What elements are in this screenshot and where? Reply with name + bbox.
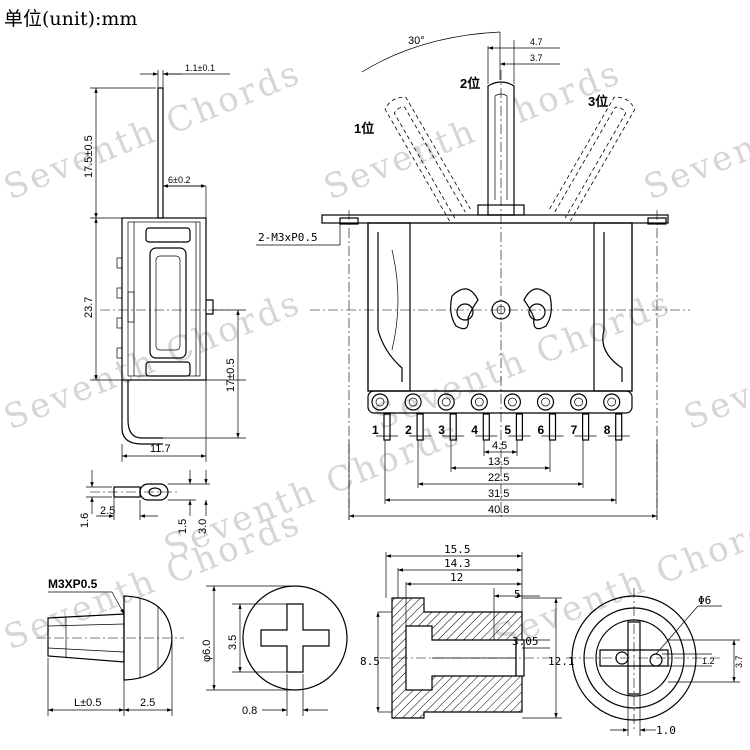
terminal-number-label: 7 [571, 423, 578, 437]
dim-body-depth: 11.7 [150, 443, 171, 455]
terminal-pin [383, 413, 391, 441]
terminal-pin [482, 413, 490, 441]
dim-eye-inner: 1.5 [177, 519, 189, 534]
terminal-eye [371, 393, 389, 411]
dim-screw-head: 2.5 [140, 697, 155, 709]
dim-spacing-label: 22.5 [488, 472, 509, 484]
screw-head-circle [242, 585, 348, 691]
dim-spacing-label: 4.5 [492, 440, 507, 452]
mounting-plate [321, 214, 669, 224]
screw-head-view: φ6.0 3.5 0.8 [201, 585, 348, 717]
terminal-pin [548, 413, 557, 441]
dim-knob-small-diameter: 8.5 [360, 655, 380, 668]
dim-flat-width: 3.7 [734, 655, 744, 668]
terminal-eye-hole [541, 397, 550, 407]
knob-section-view: 15.5 14.3 12 5 3.05 8.5 12.1 [360, 543, 575, 719]
knob-end-view: Φ6 1.2 3.7 1.0 [566, 588, 744, 737]
front-view: 30° 4.7 3.7 1位 2位 3位 [256, 31, 690, 520]
dim-recess-width: 0.8 [242, 705, 257, 717]
dim-lever-width-a: 4.7 [530, 37, 543, 47]
terminal-number-label: 5 [504, 423, 511, 437]
terminal-eye [536, 393, 555, 411]
mount-screw-spec: 2-M3xP0.5 [258, 231, 318, 244]
terminal-eye-hole [408, 397, 418, 407]
dim-eye-outer: 3.0 [197, 519, 209, 534]
dim-spacing-label: 40.8 [488, 504, 509, 516]
terminal-pin [416, 413, 424, 441]
terminal-eye [404, 393, 422, 411]
dim-knob-slot: 5 [514, 588, 521, 601]
dim-shaft-diameter: Φ6 [698, 594, 711, 607]
terminal-number-label: 6 [538, 423, 545, 437]
dim-knob-length-inner: 14.3 [444, 557, 471, 570]
side-body [121, 217, 207, 381]
terminal-pin [581, 413, 590, 441]
terminal-number-label: 8 [604, 423, 611, 437]
position-2-label: 2位 [460, 76, 480, 91]
units-label: 单位(unit):mm [4, 8, 138, 30]
side-view: 1.1±0.1 17.5±0.5 6±0.2 23.7 17±0.5 11.7 [83, 63, 246, 462]
dim-knob-length: 15.5 [444, 543, 471, 556]
dim-spacing-label: 31.5 [488, 488, 509, 500]
dim-terminal-width: 1.6 [79, 513, 91, 528]
terminal-number-label: 3 [438, 423, 445, 437]
terminal-eye [603, 393, 621, 411]
terminal-pin [449, 413, 457, 441]
cross-recess-icon [260, 603, 330, 673]
dim-knob-large-diameter: 12.1 [548, 655, 575, 668]
dim-lever-height: 17.5±0.5 [83, 135, 95, 178]
position-1-label: 1位 [354, 121, 374, 136]
terminal-eye-hole [474, 397, 484, 407]
terminal-pin [615, 413, 623, 441]
terminal-eye-hole [375, 397, 385, 407]
terminal-eye-hole [441, 397, 451, 407]
terminal-eye [437, 393, 455, 411]
position-3-label: 3位 [588, 94, 608, 109]
watermark-1: Seventh Chords [0, 53, 307, 209]
watermark-4: Seventh Chords [0, 283, 307, 439]
dim-body-height: 23.7 [83, 297, 95, 318]
terminal-detail: 2.5 1.6 1.5 3.0 [79, 470, 210, 534]
dim-lever-thickness: 1.1±0.1 [185, 63, 215, 73]
dim-screw-length: L±0.5 [74, 697, 101, 709]
terminal-pin [515, 413, 524, 441]
dim-lever-offset: 6±0.2 [168, 175, 190, 185]
dim-terminal-length: 2.5 [100, 505, 115, 517]
dim-knob-bore: 12 [450, 571, 463, 584]
terminal-eye-hole [574, 397, 583, 407]
terminal-eye-hole [607, 397, 617, 407]
dim-spacing-label: 13.5 [488, 456, 509, 468]
dim-recess-length: 3.5 [227, 635, 239, 650]
terminal-eye-hole [508, 397, 517, 407]
screw-thread-label: M3XP0.5 [48, 577, 98, 591]
terminal-eye [503, 393, 522, 411]
terminal-eye [470, 393, 488, 411]
terminal-number-label: 2 [405, 423, 412, 437]
watermarks: Seventh Chords Seventh Chords Seventh Ch… [0, 53, 750, 659]
dim-mount-to-terminal: 17±0.5 [225, 358, 237, 392]
terminal-number-label: 1 [372, 423, 379, 437]
angle-label: 30° [408, 35, 425, 47]
dim-key-width: 1.0 [656, 724, 676, 737]
watermark-6: Seventh Chords [678, 283, 750, 439]
screw-side-view: M3XP0.5 L±0.5 2.5 [36, 577, 184, 716]
dim-slot-width: 3.05 [512, 635, 539, 648]
terminal-number-label: 4 [471, 423, 478, 437]
watermark-3: Seventh Chords [638, 53, 750, 209]
dim-lever-width-b: 3.7 [530, 53, 543, 63]
dim-slot-height: 1.2 [702, 656, 715, 666]
dim-head-diameter: φ6.0 [201, 640, 213, 662]
terminal-eye [569, 393, 588, 411]
